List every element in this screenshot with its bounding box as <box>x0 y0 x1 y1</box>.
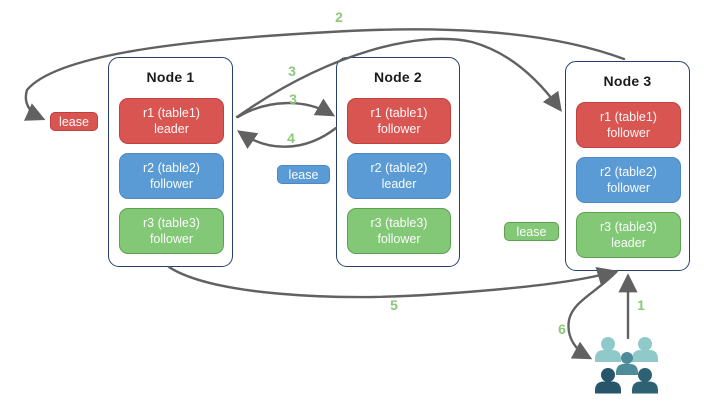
replica-name: r1 (table1) <box>143 106 200 120</box>
lease-tag-table3: lease <box>504 222 559 241</box>
node-2-title: Node 2 <box>374 69 422 85</box>
node3-replica-r3: r3 (table3) leader <box>576 212 681 258</box>
node-1-box: Node 1 r1 (table1) leader r2 (table2) fo… <box>108 57 233 267</box>
node-3-title: Node 3 <box>603 73 652 89</box>
replica-role: follower <box>606 181 651 195</box>
replica-role: leader <box>381 177 417 191</box>
lease-tag-table2: lease <box>277 165 330 184</box>
replica-name: r3 (table3) <box>143 216 200 230</box>
step-label-3b: 3 <box>289 91 297 107</box>
node3-replica-r1: r1 (table1) follower <box>576 102 681 148</box>
step-label-6: 6 <box>558 321 566 337</box>
node1-replica-r2: r2 (table2) follower <box>119 153 224 199</box>
replica-name: r2 (table2) <box>370 161 428 175</box>
node-1-title: Node 1 <box>146 69 195 85</box>
node2-replica-r2: r2 (table2) leader <box>347 153 451 199</box>
step-label-5: 5 <box>390 297 398 313</box>
arrow-step-6-node3-to-users <box>567 269 619 360</box>
replica-name: r2 (table2) <box>143 161 200 175</box>
replica-role: follower <box>606 126 651 140</box>
node1-replica-r1: r1 (table1) leader <box>119 98 224 144</box>
replica-name: r3 (table3) <box>370 216 428 230</box>
replica-role: follower <box>377 122 421 136</box>
node2-replica-r1: r1 (table1) follower <box>347 98 451 144</box>
arrow-step-5-node1-to-node3 <box>167 265 617 299</box>
replica-role: follower <box>149 232 194 246</box>
replica-role: follower <box>377 232 421 246</box>
replica-name: r3 (table3) <box>600 220 657 234</box>
users-icon <box>595 337 658 394</box>
step-label-3a: 3 <box>288 63 296 79</box>
replica-role: leader <box>611 236 646 250</box>
lease-tag-table1: lease <box>50 112 98 131</box>
replica-role: follower <box>149 177 194 191</box>
replica-name: r2 (table2) <box>600 165 657 179</box>
node1-replica-r3: r3 (table3) follower <box>119 208 224 254</box>
node3-replica-r2: r2 (table2) follower <box>576 157 681 203</box>
arrow-step-3-leader-to-node2 <box>236 98 336 119</box>
replica-role: leader <box>154 122 189 136</box>
step-label-2: 2 <box>335 9 343 25</box>
replica-name: r1 (table1) <box>370 106 428 120</box>
step-label-1: 1 <box>637 297 645 313</box>
node-3-box: Node 3 r1 (table1) follower r2 (table2) … <box>565 61 690 271</box>
node2-replica-r3: r3 (table3) follower <box>347 208 451 254</box>
step-label-4: 4 <box>287 130 295 146</box>
node-2-box: Node 2 r1 (table1) follower r2 (table2) … <box>336 57 460 267</box>
replica-name: r1 (table1) <box>600 110 657 124</box>
